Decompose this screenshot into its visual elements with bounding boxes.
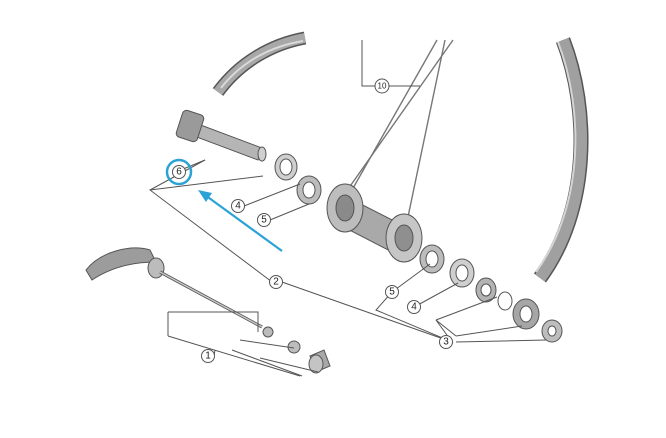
callout-label: 5 [389, 287, 395, 298]
hub-body [326, 183, 423, 263]
callout-label: 4 [235, 201, 241, 212]
callout-label: 5 [261, 215, 267, 226]
callout-label: 2 [273, 277, 279, 288]
axle [175, 109, 267, 162]
rim-upper-left [212, 31, 307, 96]
callout-label: 3 [443, 337, 449, 348]
callout-5-right: 5 [385, 285, 399, 299]
callout-4-right: 4 [407, 300, 421, 314]
callout-4-left: 4 [231, 199, 245, 213]
callout-1: 1 [201, 349, 215, 363]
callout-leaders [149, 159, 547, 377]
callout-5-left: 5 [257, 213, 271, 227]
left-ball-retainer [296, 175, 322, 205]
callout-label: 6 [176, 167, 182, 178]
callout-label: 1 [205, 351, 211, 362]
callout-label: 10 [378, 82, 387, 91]
pointer-arrow-icon [198, 190, 283, 252]
spokes [345, 39, 454, 237]
callout-3: 3 [439, 335, 453, 349]
right-locknut-stack [475, 277, 563, 343]
right-ball-retainer [419, 244, 445, 274]
callout-10: 10 [374, 78, 390, 94]
callout-2: 2 [269, 275, 283, 289]
quick-release [85, 247, 331, 374]
left-spacer [274, 153, 298, 181]
spoke-callout-leader [361, 40, 420, 87]
callout-label: 4 [411, 302, 417, 313]
right-cone [449, 258, 475, 288]
rim-right [533, 37, 589, 283]
callout-6: 6 [172, 165, 186, 179]
highlight-ring [165, 158, 193, 186]
